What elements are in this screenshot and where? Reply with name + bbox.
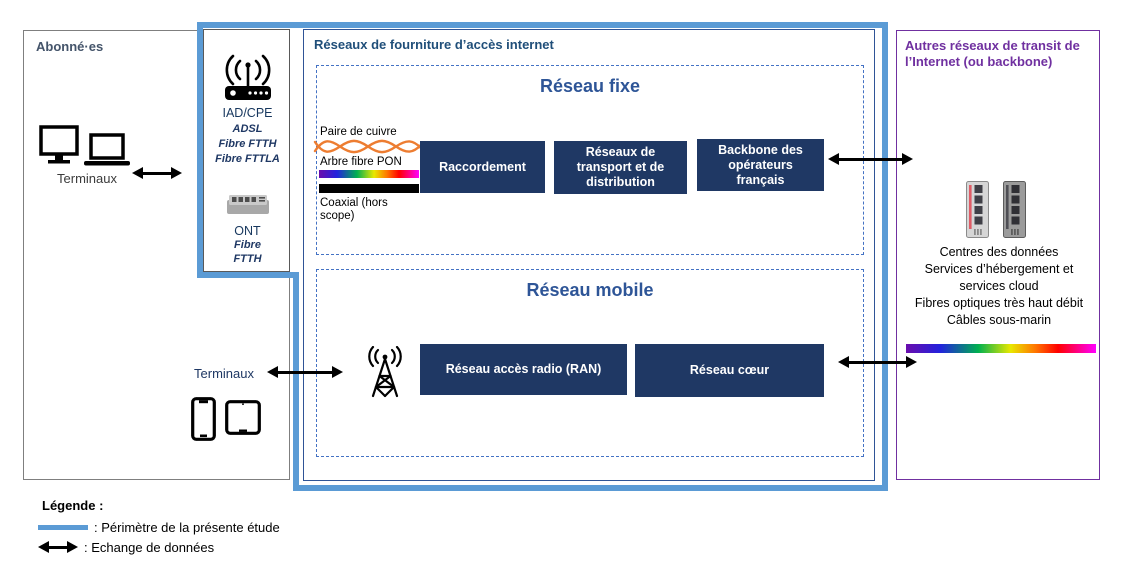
cpe-tech-ftth: Fibre FTTH: [218, 138, 277, 150]
transit-title: Autres réseaux de transit de l’Internet …: [905, 38, 1080, 69]
legend-exchange-swatch: [38, 541, 78, 553]
fixed-network-title: Réseau fixe: [539, 76, 641, 96]
exchange-arrow-terminals-cpe: [132, 167, 182, 179]
backbone-operators-box: Backbone des opérateurs français: [697, 139, 824, 191]
server-rack-icon: [1003, 181, 1026, 238]
coaxial-label: Coaxial (hors scope): [320, 197, 388, 222]
core-network-box: Réseau cœur: [635, 344, 824, 397]
ont-tech-ftth: FTTH: [233, 253, 262, 265]
antenna-tower-icon: [365, 346, 405, 398]
legend-title: Légende :: [42, 498, 104, 513]
service-submarine-cables: Câbles sous-marin: [946, 313, 1052, 327]
smartphone-icon: [191, 397, 216, 441]
access-networks-box: Réseaux de fourniture d’accès internet R…: [303, 29, 875, 481]
coaxial-black-bar: [319, 184, 419, 193]
laptop-icon: [84, 133, 130, 167]
subscribers-title: Abonné·es: [36, 39, 104, 54]
cpe-tech-fttla: Fibre FTTLA: [215, 153, 280, 165]
ont-modem-icon: [227, 194, 269, 218]
service-datacenters: Centres des données: [939, 245, 1059, 259]
ran-box: Réseau accès radio (RAN): [420, 344, 627, 395]
service-hosting-cloud: Services d’hébergement et services cloud: [924, 262, 1074, 293]
server-rack-icon: [966, 181, 989, 238]
terminals-label: Terminaux: [57, 171, 117, 186]
legend-exchange-label: : Echange de données: [84, 540, 215, 555]
copper-twisted-pair-icon: [313, 138, 423, 155]
exchange-arrow-fixed-transit: [828, 153, 913, 165]
legend-perimeter-swatch: [38, 525, 88, 530]
cpe-name: IAD/CPE: [222, 106, 273, 120]
transport-distribution-box: Réseaux de transport et de distribution: [554, 141, 687, 194]
transit-networks-box: Autres réseaux de transit de l’Internet …: [896, 30, 1100, 480]
optical-fiber-spectrum-bar: [319, 170, 419, 178]
mobile-terminals-label: Terminaux: [194, 366, 254, 381]
service-fiber: Fibres optiques très haut débit: [914, 296, 1084, 310]
tablet-icon: [225, 400, 261, 435]
raccordement-box: Raccordement: [420, 141, 545, 193]
pon-fiber-label: Arbre fibre PON: [320, 156, 402, 168]
exchange-arrow-terminals-ran: [267, 366, 343, 378]
transit-spectrum-bar: [906, 344, 1096, 353]
ont-name: ONT: [234, 224, 261, 238]
legend-perimeter-label: : Périmètre de la présente étude: [94, 520, 280, 535]
exchange-arrow-mobile-transit: [838, 356, 917, 368]
access-networks-title: Réseaux de fourniture d’accès internet: [314, 37, 554, 52]
ont-tech-fibre: Fibre: [234, 239, 261, 251]
mobile-network-box: Réseau mobile: [316, 269, 864, 457]
fixed-network-box: Réseau fixe Paire de cuivre Arbre fibre …: [313, 65, 864, 255]
cpe-box: IAD/CPE ADSL Fibre FTTH Fibre FTTLA ONT …: [203, 29, 290, 272]
cpe-tech-adsl: ADSL: [232, 123, 263, 135]
mobile-network-title: Réseau mobile: [526, 280, 654, 300]
wifi-router-icon: [221, 54, 275, 104]
monitor-icon: [39, 125, 79, 167]
